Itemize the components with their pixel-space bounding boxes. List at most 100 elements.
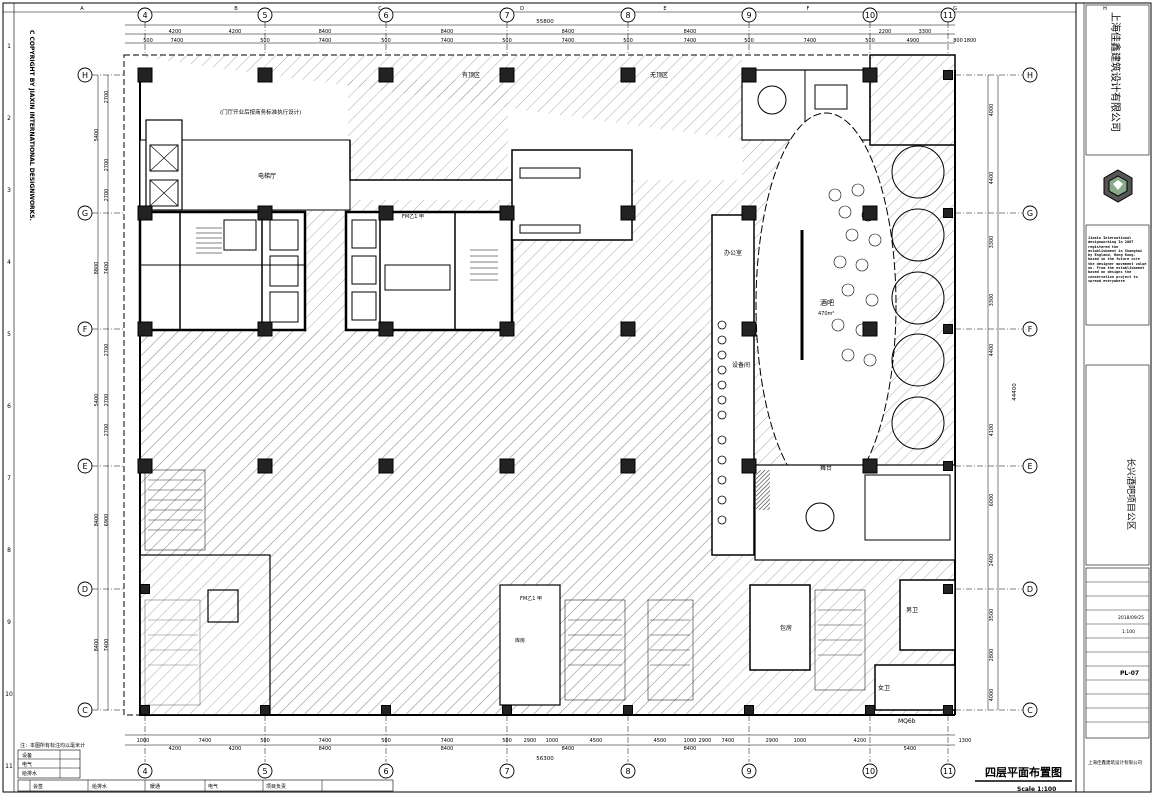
- dim-top-1: 8400: [441, 29, 454, 35]
- dim-bottom-1: 8400: [319, 746, 332, 752]
- structural-column: [499, 458, 515, 474]
- dim-bottom-1: 4200: [169, 746, 182, 752]
- dim-bottom-2: 500: [260, 738, 270, 744]
- grid-label-top: 11: [943, 11, 953, 20]
- legend-table: 注：本图所有标注均以毫米计 设备 电气 给排水: [17, 742, 85, 779]
- grid-bubble-left: [77, 702, 93, 718]
- grid-label-right: H: [1027, 71, 1033, 80]
- structural-column: [140, 705, 150, 715]
- dim-left: 8400: [94, 639, 100, 652]
- dim-top-2: 500: [143, 38, 153, 44]
- legend-row-2: 电气: [22, 761, 32, 768]
- structural-column: [260, 705, 270, 715]
- structural-column: [257, 67, 273, 83]
- dim-left: 5400: [94, 129, 100, 142]
- structural-column: [499, 205, 515, 221]
- grid-bubble-bottom: [862, 763, 878, 779]
- dim-bottom-2: 1300: [959, 738, 972, 744]
- building-plan: 电梯厅 (门厅开业后按商务标准执行设计) 有顶区 无顶区 FM乙1 甲: [123, 54, 956, 725]
- copyright-text: C COPYRIGHT BY JIAXIN INTERNATIONAL DESI…: [28, 30, 35, 221]
- grid-label-left: E: [82, 462, 87, 471]
- grid-label-bottom: 6: [383, 767, 388, 776]
- grid-label-bottom: 11: [943, 767, 953, 776]
- structural-column: [862, 67, 878, 83]
- dim-left: 2700: [104, 344, 110, 357]
- company-logo: [1103, 169, 1133, 203]
- signoff-row: 会签 给排水 暖通 电气 项目负责: [17, 779, 394, 792]
- dim-top-1: 2200: [879, 29, 892, 35]
- dim-top-2: 7400: [562, 38, 575, 44]
- sheet-col-label: C: [378, 6, 382, 12]
- structural-column: [381, 705, 391, 715]
- dim-top-2: 7400: [684, 38, 697, 44]
- dim-left: 2700: [104, 91, 110, 104]
- sheet-row-label: 4: [7, 259, 11, 266]
- dim-top-1: 4200: [169, 29, 182, 35]
- drawing-title: 四层平面布置图: [985, 765, 1062, 779]
- drawing-number: PL-07: [1120, 670, 1139, 677]
- grid-bubble-top: [499, 7, 515, 23]
- grid-label-bottom: 7: [504, 767, 509, 776]
- room-note-top: (门厅开业后按商务标准执行设计): [220, 108, 301, 116]
- project-name: 长兴酒吧项目公区: [1125, 458, 1137, 530]
- grid-label-top: 10: [865, 11, 875, 20]
- structural-column: [620, 321, 636, 337]
- dim-right: 4000: [989, 104, 995, 117]
- drawing-date: 2018/09/25: [1118, 615, 1144, 621]
- dim-left: 7400: [104, 262, 110, 275]
- dim-bottom-2: 4500: [654, 738, 667, 744]
- grid-label-left: C: [82, 706, 88, 715]
- structural-column: [865, 705, 875, 715]
- structural-column: [257, 205, 273, 221]
- dim-top-2: 7400: [171, 38, 184, 44]
- grid-bubble-bottom: [378, 763, 394, 779]
- company-english-note: Jiaxin International designworking In 20…: [1088, 236, 1147, 283]
- structural-column: [741, 205, 757, 221]
- room-label-bar: 酒吧: [820, 299, 834, 307]
- dim-bottom-2: 500: [502, 738, 512, 744]
- dim-right: 3300: [989, 236, 995, 249]
- sheet-col-label: D: [520, 6, 524, 12]
- grid-label-left: G: [82, 209, 88, 218]
- unit-label: MQ6b: [898, 718, 916, 725]
- grid-bubble-top: [620, 7, 636, 23]
- grid-label-bottom: 10: [865, 767, 875, 776]
- grid-label-right: G: [1027, 209, 1033, 218]
- fire-door-label-1: FM乙1 甲: [402, 213, 424, 220]
- grid-bubble-top: [940, 7, 956, 23]
- grid-bubble-left: [77, 321, 93, 337]
- dim-top-total: 55800: [536, 19, 554, 25]
- dim-top-2: 800: [953, 38, 963, 44]
- grid-label-top: 4: [142, 11, 147, 20]
- dim-bottom-2: 7400: [319, 738, 332, 744]
- structural-column: [137, 67, 153, 83]
- structural-column: [378, 458, 394, 474]
- dim-left: 5400: [94, 394, 100, 407]
- dim-right: 4100: [989, 424, 995, 437]
- dim-top-1: 3300: [919, 29, 932, 35]
- structural-column: [140, 584, 150, 594]
- grid-label-bottom: 9: [746, 767, 751, 776]
- grid-bubble-top: [862, 7, 878, 23]
- sheet-row-label: 7: [7, 475, 11, 482]
- dim-top-2: 500: [502, 38, 512, 44]
- sheet-row-label: 5: [7, 331, 11, 338]
- zone-label-a: 有顶区: [462, 71, 480, 79]
- grid-bubble-left: [77, 581, 93, 597]
- grid-bubble-left: [77, 458, 93, 474]
- grid-label-top: 9: [746, 11, 751, 20]
- grid-label-right: E: [1027, 462, 1032, 471]
- structural-column: [741, 67, 757, 83]
- dim-bottom-2: 1000: [546, 738, 559, 744]
- structural-column: [744, 705, 754, 715]
- structural-column: [943, 461, 953, 471]
- grid-label-left: H: [82, 71, 88, 80]
- legend-row-3: 给排水: [22, 770, 37, 777]
- dim-bottom-1: 8400: [684, 746, 697, 752]
- dim-top-2: 7400: [441, 38, 454, 44]
- dim-top-2: 7400: [804, 38, 817, 44]
- dim-right: 3300: [989, 294, 995, 307]
- structural-column: [741, 321, 757, 337]
- grid-label-bottom: 4: [142, 767, 147, 776]
